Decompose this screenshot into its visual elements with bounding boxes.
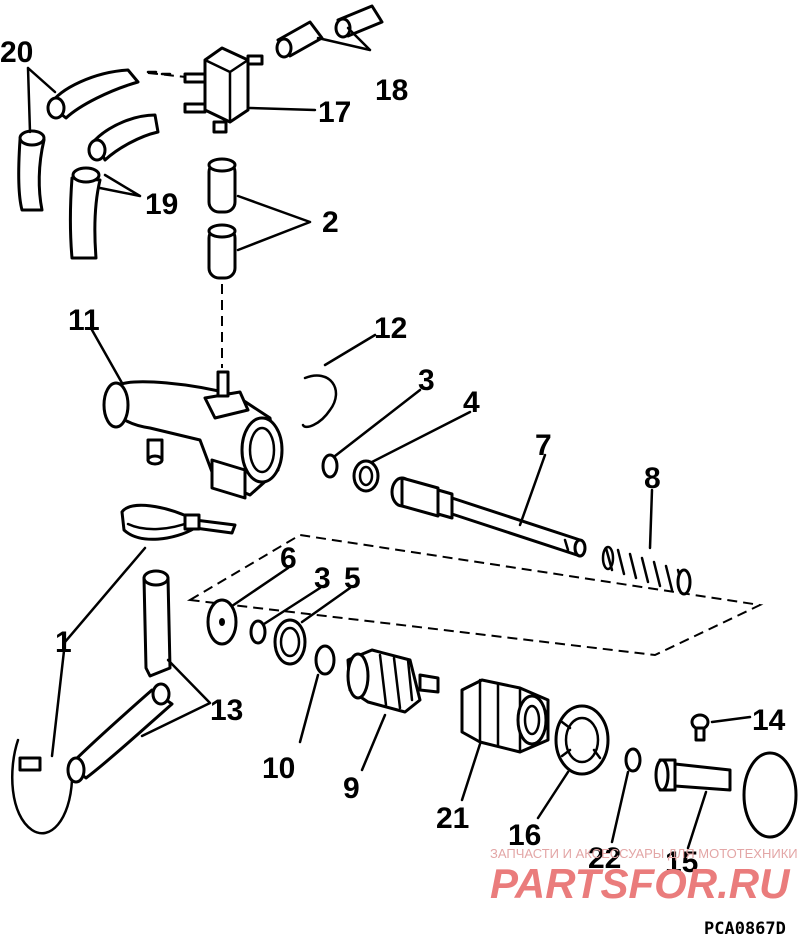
callout-6: 6 — [280, 542, 297, 575]
part-18-tubes — [275, 4, 384, 59]
callout-8: 8 — [644, 462, 661, 495]
assembly-box — [186, 533, 764, 657]
part-5-ring — [273, 618, 307, 666]
callout-7: 7 — [535, 429, 552, 462]
part-14-screw — [690, 713, 710, 742]
part-10-o-ring — [314, 644, 336, 676]
assembly-line-top — [147, 72, 187, 78]
callout-1: 1 — [55, 626, 72, 659]
callout-16: 16 — [508, 819, 541, 852]
part-20-hoses — [17, 68, 172, 212]
part-1-clamp-upper — [120, 503, 237, 541]
watermark-brand: PARTSFOR.RU — [490, 860, 791, 907]
part-13-hoses — [66, 569, 174, 784]
callout-11: 11 — [68, 304, 100, 337]
part-11-valve-body — [102, 370, 284, 500]
part-21-nut — [460, 678, 550, 754]
watermark: ЗАПЧАСТИ И АКСЕССУАРЫ ДЛЯ МОТОТЕХНИКИ PA… — [490, 846, 798, 907]
callout-17: 17 — [318, 96, 351, 129]
part-4-o-ring — [352, 459, 380, 493]
callout-5: 5 — [344, 562, 361, 595]
callout-21: 21 — [436, 802, 469, 835]
part-1-clamp-lower — [10, 738, 74, 835]
part-2-tubes — [207, 157, 237, 280]
part-15-knob — [654, 751, 798, 839]
part-3-o-ring-upper — [321, 453, 339, 479]
part-22-o-ring — [624, 747, 642, 773]
part-16-lock-ring — [554, 704, 610, 776]
part-19-hoses — [69, 113, 160, 260]
callout-2: 2 — [322, 206, 339, 239]
callout-20: 20 — [0, 36, 33, 69]
callout-22: 22 — [588, 842, 621, 875]
drawing-code: PCA0867D — [704, 919, 786, 939]
callout-13: 13 — [210, 694, 243, 727]
callout-10: 10 — [262, 752, 295, 785]
callout-12: 12 — [374, 312, 407, 345]
part-3-o-ring-lower — [249, 619, 267, 645]
callout-18: 18 — [375, 74, 408, 107]
part-9-fitting — [346, 648, 440, 714]
part-8-spring — [601, 545, 692, 596]
callout-9: 9 — [343, 772, 360, 805]
part-12-clip — [301, 374, 338, 429]
callout-4: 4 — [463, 386, 480, 419]
callout-19: 19 — [145, 188, 178, 221]
callout-3-upper: 3 — [418, 364, 435, 397]
callout-14: 14 — [752, 704, 786, 737]
watermark-caption: ЗАПЧАСТИ И АКСЕССУАРЫ ДЛЯ МОТОТЕХНИКИ — [490, 846, 798, 861]
leader-lines — [26, 26, 752, 850]
part-7-plunger — [390, 476, 587, 558]
callout-3-lower: 3 — [314, 562, 331, 595]
part-17-fitting — [183, 46, 264, 134]
callout-15: 15 — [665, 846, 698, 879]
callout-labels: 20 18 17 19 2 11 12 3 4 7 8 6 3 5 1 13 1… — [0, 36, 786, 879]
